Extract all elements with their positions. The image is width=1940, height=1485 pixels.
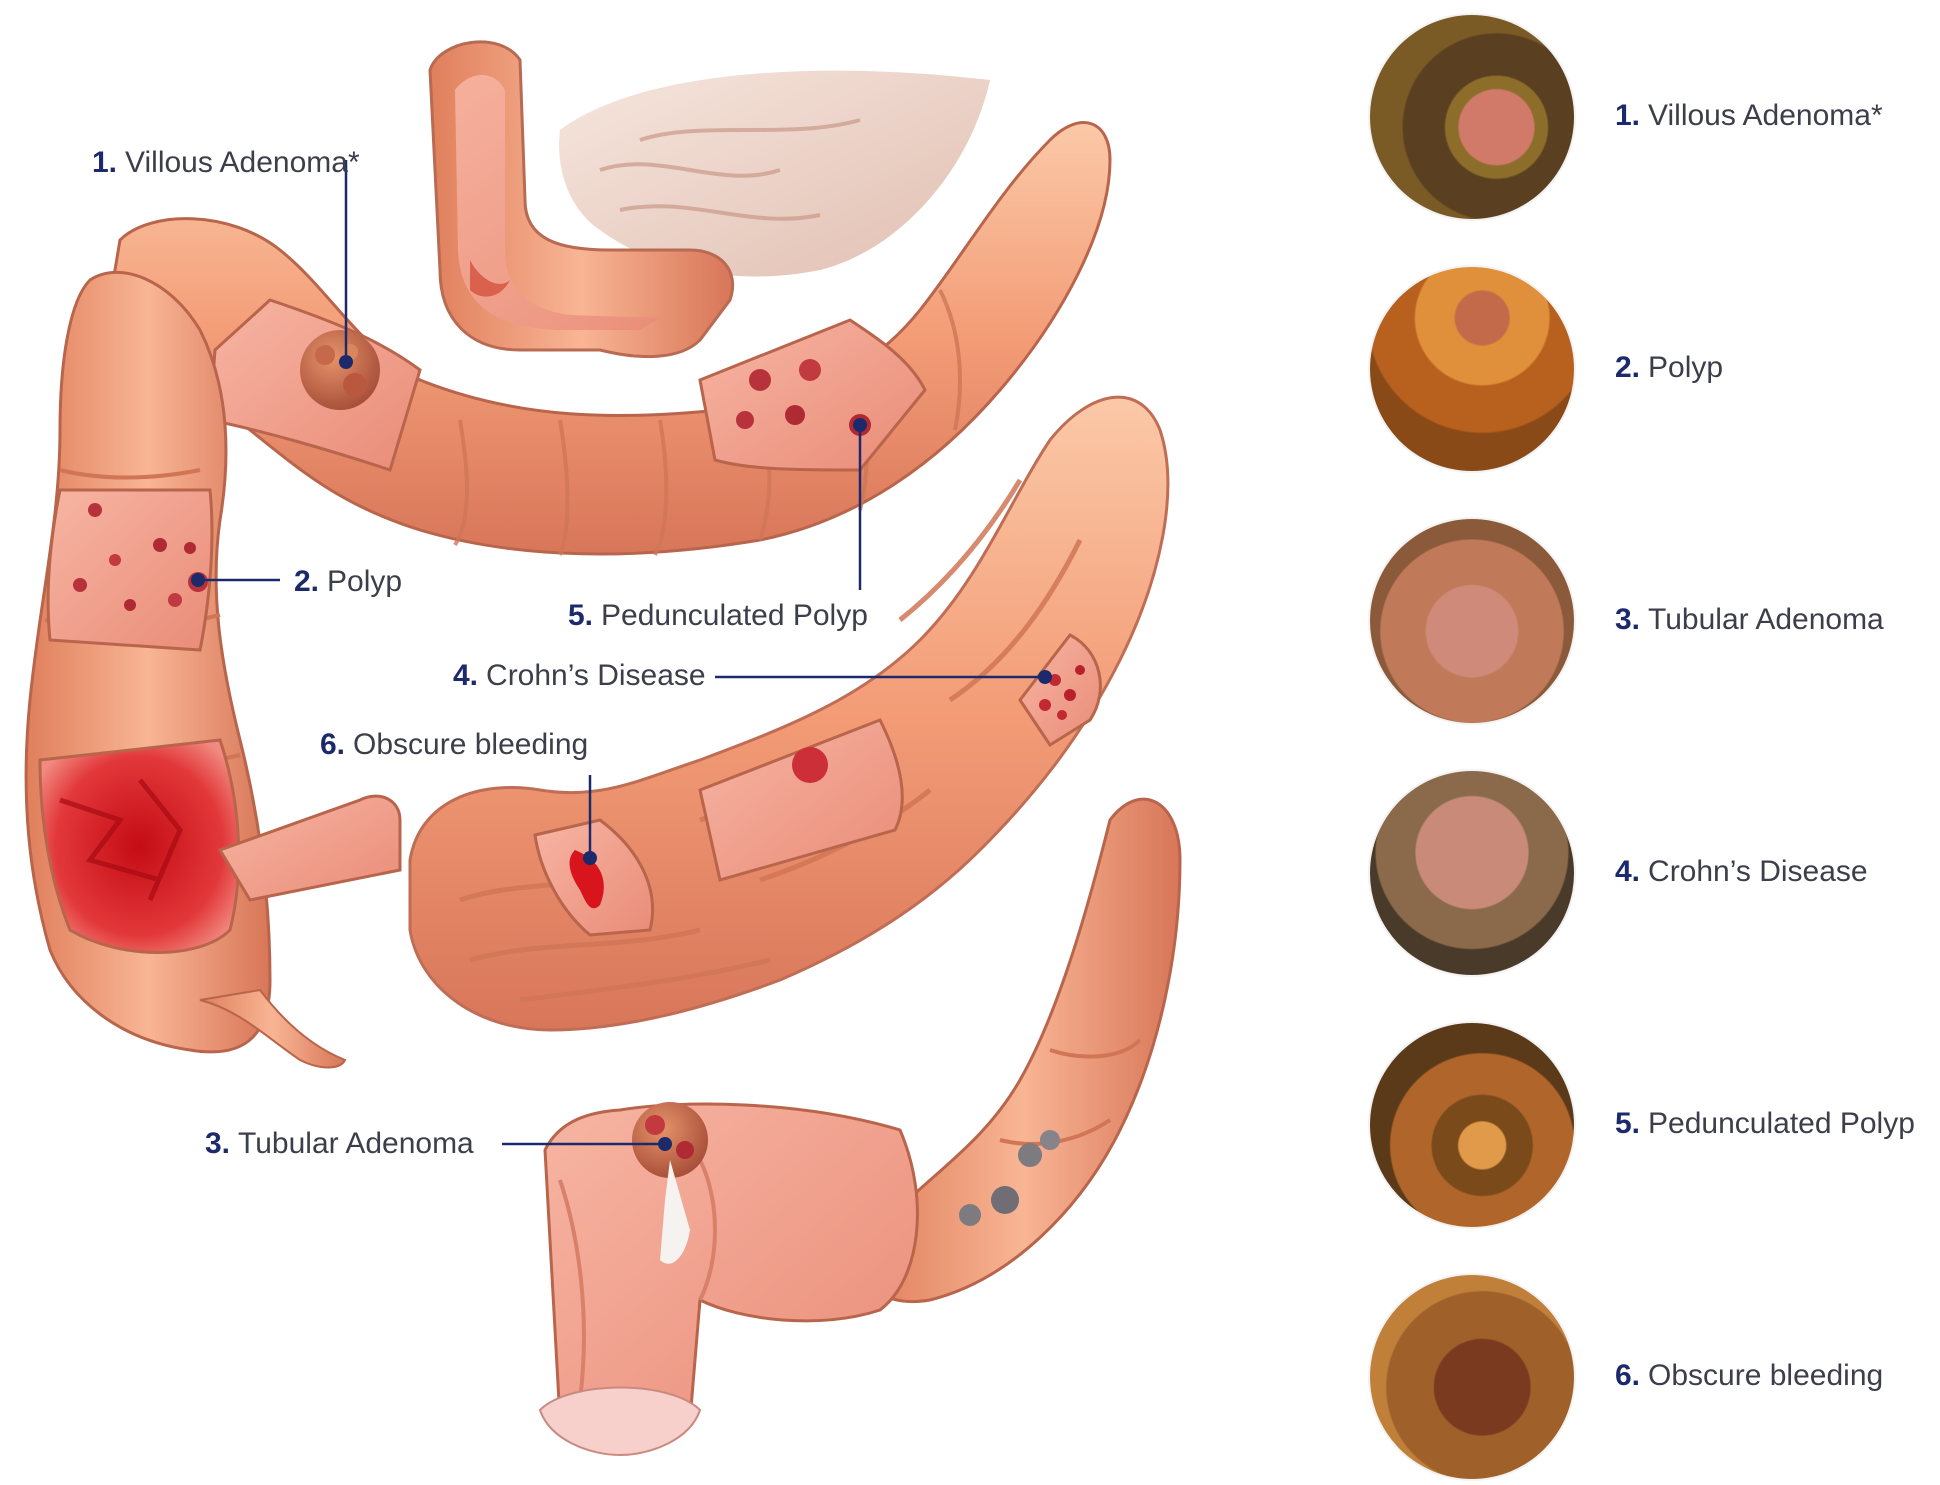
thumbnail-label: 4.Crohn’s Disease: [1615, 857, 1868, 887]
callout-number: 2.: [294, 565, 319, 598]
callout-text: Tubular Adenoma: [238, 1127, 474, 1160]
thumbnail-text: Pedunculated Polyp: [1648, 1107, 1915, 1140]
anus: [540, 1388, 700, 1456]
callout-text: Villous Adenoma*: [125, 146, 360, 179]
window-polyp: [48, 490, 212, 650]
callout-obscure-bleeding: 6.Obscure bleeding: [320, 730, 588, 760]
thumbnail-number: 3.: [1615, 603, 1640, 636]
thumbnail-row: 4.Crohn’s Disease: [1370, 771, 1940, 981]
callout-pedunculated-polyp: 5.Pedunculated Polyp: [568, 601, 868, 631]
callout-text: Polyp: [327, 565, 402, 598]
endoscopy-image-crohns-disease: [1370, 771, 1574, 975]
thumbnail-row: 6.Obscure bleeding: [1370, 1275, 1940, 1485]
thumbnail-label: 1.Villous Adenoma*: [1615, 101, 1883, 131]
window-cecum-bleeding: [40, 740, 239, 953]
thumbnail-number: 4.: [1615, 855, 1640, 888]
callout-number: 3.: [205, 1127, 230, 1160]
thumbnail-row: 3.Tubular Adenoma: [1370, 519, 1940, 729]
thumbnail-text: Crohn’s Disease: [1648, 855, 1868, 888]
thumbnail-text: Villous Adenoma*: [1648, 99, 1883, 132]
callout-polyp: 2.Polyp: [294, 567, 402, 597]
endoscopy-image-tubular-adenoma: [1370, 519, 1574, 723]
thumbnail-text: Obscure bleeding: [1648, 1359, 1883, 1392]
callout-text: Obscure bleeding: [353, 728, 588, 761]
callout-villous-adenoma: 1.Villous Adenoma*: [92, 148, 360, 178]
thumbnail-text: Polyp: [1648, 351, 1723, 384]
endoscopy-image-pedunculated-polyp: [1370, 1023, 1574, 1227]
rectum: [545, 1104, 917, 1435]
callout-tubular-adenoma: 3.Tubular Adenoma: [205, 1129, 474, 1159]
thumbnail-number: 1.: [1615, 99, 1640, 132]
callout-number: 6.: [320, 728, 345, 761]
callout-number: 4.: [453, 659, 478, 692]
thumbnail-text: Tubular Adenoma: [1648, 603, 1884, 636]
callout-number: 1.: [92, 146, 117, 179]
endoscopy-image-polyp: [1370, 267, 1574, 471]
thumbnail-row: 2.Polyp: [1370, 267, 1940, 477]
thumbnail-number: 6.: [1615, 1359, 1640, 1392]
callout-number: 5.: [568, 599, 593, 632]
marker-tubular: [658, 1137, 672, 1151]
thumbnail-label: 2.Polyp: [1615, 353, 1723, 383]
marker-crohns: [1038, 670, 1052, 684]
callout-crohns-disease: 4.Crohn’s Disease: [453, 661, 706, 691]
marker-villous: [339, 355, 353, 369]
marker-polyp: [191, 573, 205, 587]
callout-text: Crohn’s Disease: [486, 659, 706, 692]
thumbnail-label: 5.Pedunculated Polyp: [1615, 1109, 1915, 1139]
thumbnail-number: 5.: [1615, 1107, 1640, 1140]
thumbnail-label: 3.Tubular Adenoma: [1615, 605, 1884, 635]
callout-text: Pedunculated Polyp: [601, 599, 868, 632]
colon-illustration: [0, 0, 1350, 1459]
marker-obscure: [583, 851, 597, 865]
thumbnail-row: 5.Pedunculated Polyp: [1370, 1023, 1940, 1233]
endoscopy-image-villous-adenoma: [1370, 15, 1574, 219]
endoscopy-image-obscure-bleeding: [1370, 1275, 1574, 1479]
thumbnail-row: 1.Villous Adenoma*: [1370, 15, 1940, 225]
thumbnail-number: 2.: [1615, 351, 1640, 384]
thumbnail-label: 6.Obscure bleeding: [1615, 1361, 1883, 1391]
marker-pedunculated: [853, 418, 867, 432]
